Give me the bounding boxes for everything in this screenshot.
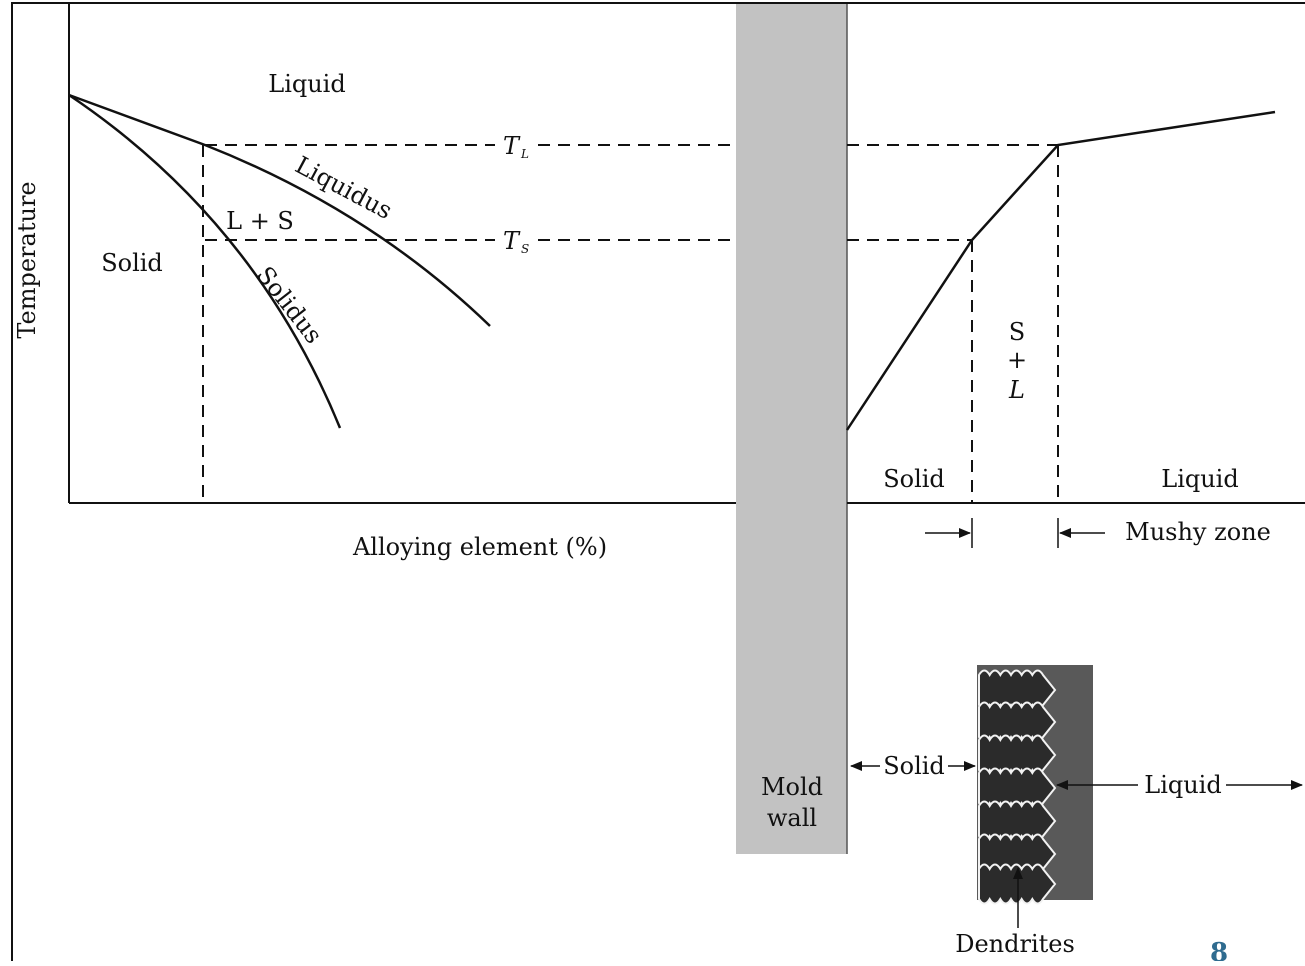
mushy-zone-label: Mushy zone xyxy=(1125,518,1271,546)
x-axis-label: Alloying element (%) xyxy=(352,533,607,561)
zone-mushy-plus: + xyxy=(1007,346,1027,374)
dendrite-liquid-label: Liquid xyxy=(1144,771,1221,799)
zone-liquid-label: Liquid xyxy=(1161,465,1238,493)
zone-solid-label: Solid xyxy=(883,465,945,493)
temperature-profile xyxy=(845,110,1276,431)
liquidus-curve xyxy=(68,93,491,327)
dendrite-arm xyxy=(978,767,1057,809)
region-two-phase-label: L + S xyxy=(226,207,294,235)
zone-mushy-s: S xyxy=(1009,318,1025,346)
dendrite-arm xyxy=(978,734,1057,776)
solidus-label: Solidus xyxy=(251,261,328,349)
y-axis-label: Temperature xyxy=(13,181,41,338)
mold-wall-label-line1: Mold xyxy=(761,773,823,801)
region-liquid-label: Liquid xyxy=(268,70,345,98)
dendrite-solid-label: Solid xyxy=(883,752,945,780)
zone-mushy-l: L xyxy=(1008,376,1025,404)
page-number: 8 xyxy=(1210,938,1228,961)
region-solid-label: Solid xyxy=(101,249,163,277)
dendrite-arm xyxy=(978,800,1057,842)
dendrites-label: Dendrites xyxy=(955,930,1075,958)
mold-wall-label-line2: wall xyxy=(767,804,817,832)
dendrite-arm xyxy=(978,669,1057,711)
dendrite-arm xyxy=(978,863,1057,905)
dendrite-arm xyxy=(978,701,1057,743)
mold-wall xyxy=(736,4,847,854)
dendrite-arms xyxy=(978,669,1057,905)
